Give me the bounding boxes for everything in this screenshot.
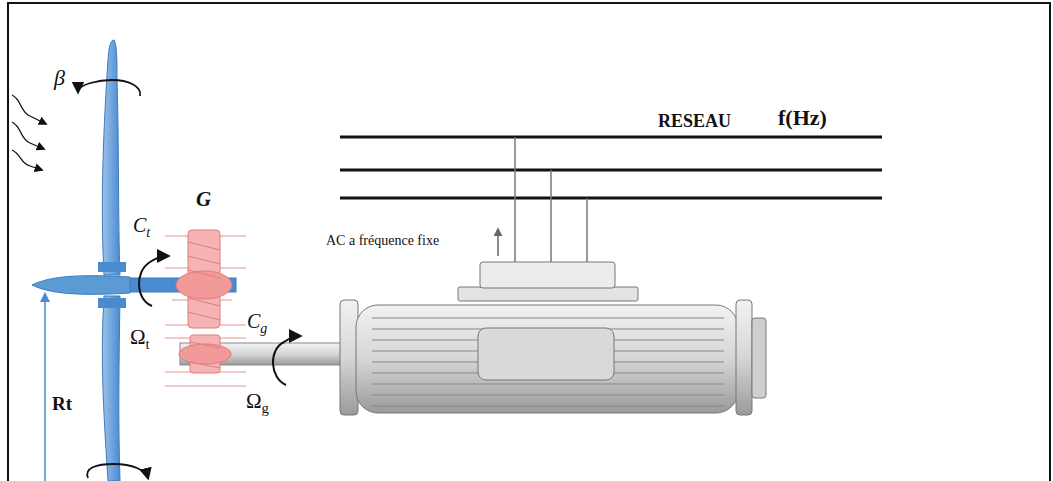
upper-blade — [102, 40, 120, 275]
small-gear — [179, 335, 231, 373]
hub-nose — [32, 276, 130, 295]
generator-shaft — [180, 343, 345, 365]
blade-root — [98, 262, 126, 272]
turbine-speed-label: Ωt — [130, 326, 150, 352]
turbine-torque-arrow — [139, 256, 168, 306]
pitch-arrow — [78, 80, 140, 96]
generator — [340, 262, 766, 415]
pitch-angle-label: β — [54, 66, 65, 90]
ac-fixed-frequency-label: AC a fréquence fixe — [326, 233, 439, 248]
grid-wires — [515, 137, 587, 262]
power-flow-arrow — [497, 229, 499, 256]
blade-root — [98, 298, 126, 308]
radius-arrow — [44, 294, 46, 481]
turbine-torque-label: Ct — [133, 214, 150, 240]
generator-torque-label: Cg — [247, 310, 267, 336]
lower-blade — [102, 296, 120, 481]
radius-label: Rt — [52, 394, 72, 415]
generator-torque-arrow — [273, 336, 300, 385]
wind-arrows — [12, 95, 46, 170]
gearbox-label: G — [196, 188, 211, 211]
pitch-arrow — [87, 464, 148, 478]
grid-lines — [340, 137, 882, 198]
grid-label: RESEAU — [658, 112, 731, 132]
generator-speed-label: Ωg — [246, 390, 269, 416]
large-gear — [176, 230, 232, 328]
frame — [8, 3, 1050, 481]
frequency-label: f(Hz) — [778, 106, 827, 130]
